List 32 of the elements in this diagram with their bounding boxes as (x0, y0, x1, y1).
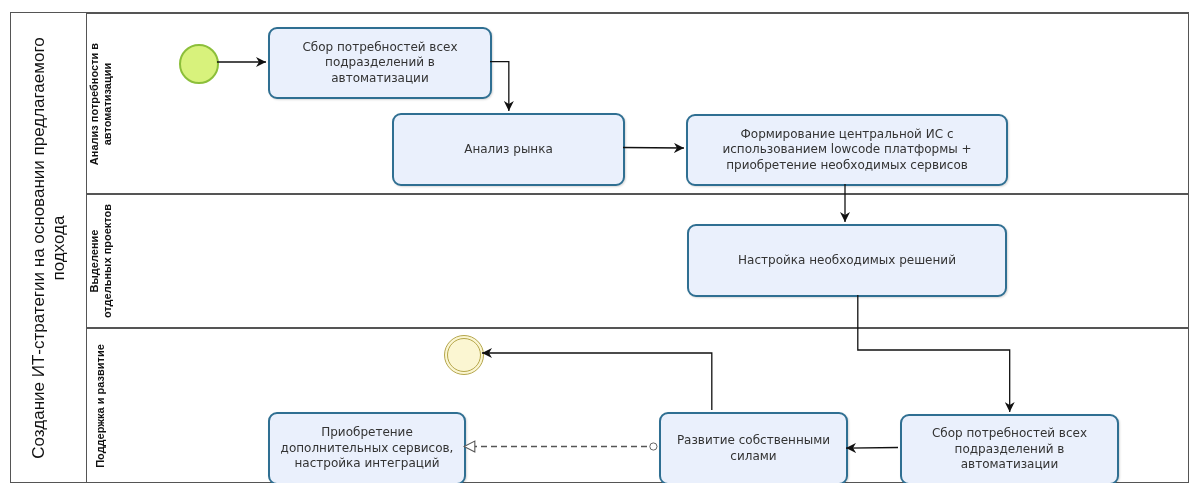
sequence-flow-arrow (622, 142, 685, 153)
swimlane (86, 13, 1189, 194)
task-label: Развитие собственными силами (675, 432, 832, 465)
sequence-flow-arrow (857, 294, 1015, 413)
end-event-circle (444, 335, 484, 375)
task-label: Формирование центральной ИС с использованием lowcode платформы + приобретение необходимых сервисов (721, 126, 973, 174)
lane-title: Выделение отдельных проектов (87, 202, 114, 321)
sequence-flow-arrow (489, 61, 514, 112)
task-box (686, 114, 1008, 186)
sequence-flow-arrow (845, 442, 899, 453)
start-event-circle (179, 44, 219, 84)
sequence-flow-arrow (840, 183, 850, 223)
swimlane (86, 194, 1189, 328)
lane-title: Поддержка и развитие (94, 343, 108, 470)
sequence-flow-arrow (481, 348, 713, 411)
pool (10, 12, 1189, 483)
task-label: Сбор потребностей всех подразделений в автоматизации (301, 39, 459, 87)
swimlane (86, 328, 1189, 483)
task-box (268, 412, 466, 483)
task-label: Анализ рынка (464, 141, 553, 158)
association-arrow (463, 440, 658, 453)
task-box (900, 414, 1119, 483)
task-box (687, 224, 1007, 297)
pool-title: Создание ИТ-стратегии на основании предлагаемого подхода (28, 35, 69, 461)
sequence-flow-arrow (216, 57, 267, 67)
lane-title: Анализ потребности в автоматизации (87, 41, 114, 167)
task-label: Сбор потребностей всех подразделений в автоматизации (930, 426, 1089, 473)
task-box (268, 27, 492, 99)
task-box (392, 113, 625, 186)
task-label: Приобретение дополнительных сервисов, настройка интеграций (280, 425, 454, 472)
task-label: Настройка необходимых решений (738, 252, 956, 269)
task-box (659, 412, 848, 483)
